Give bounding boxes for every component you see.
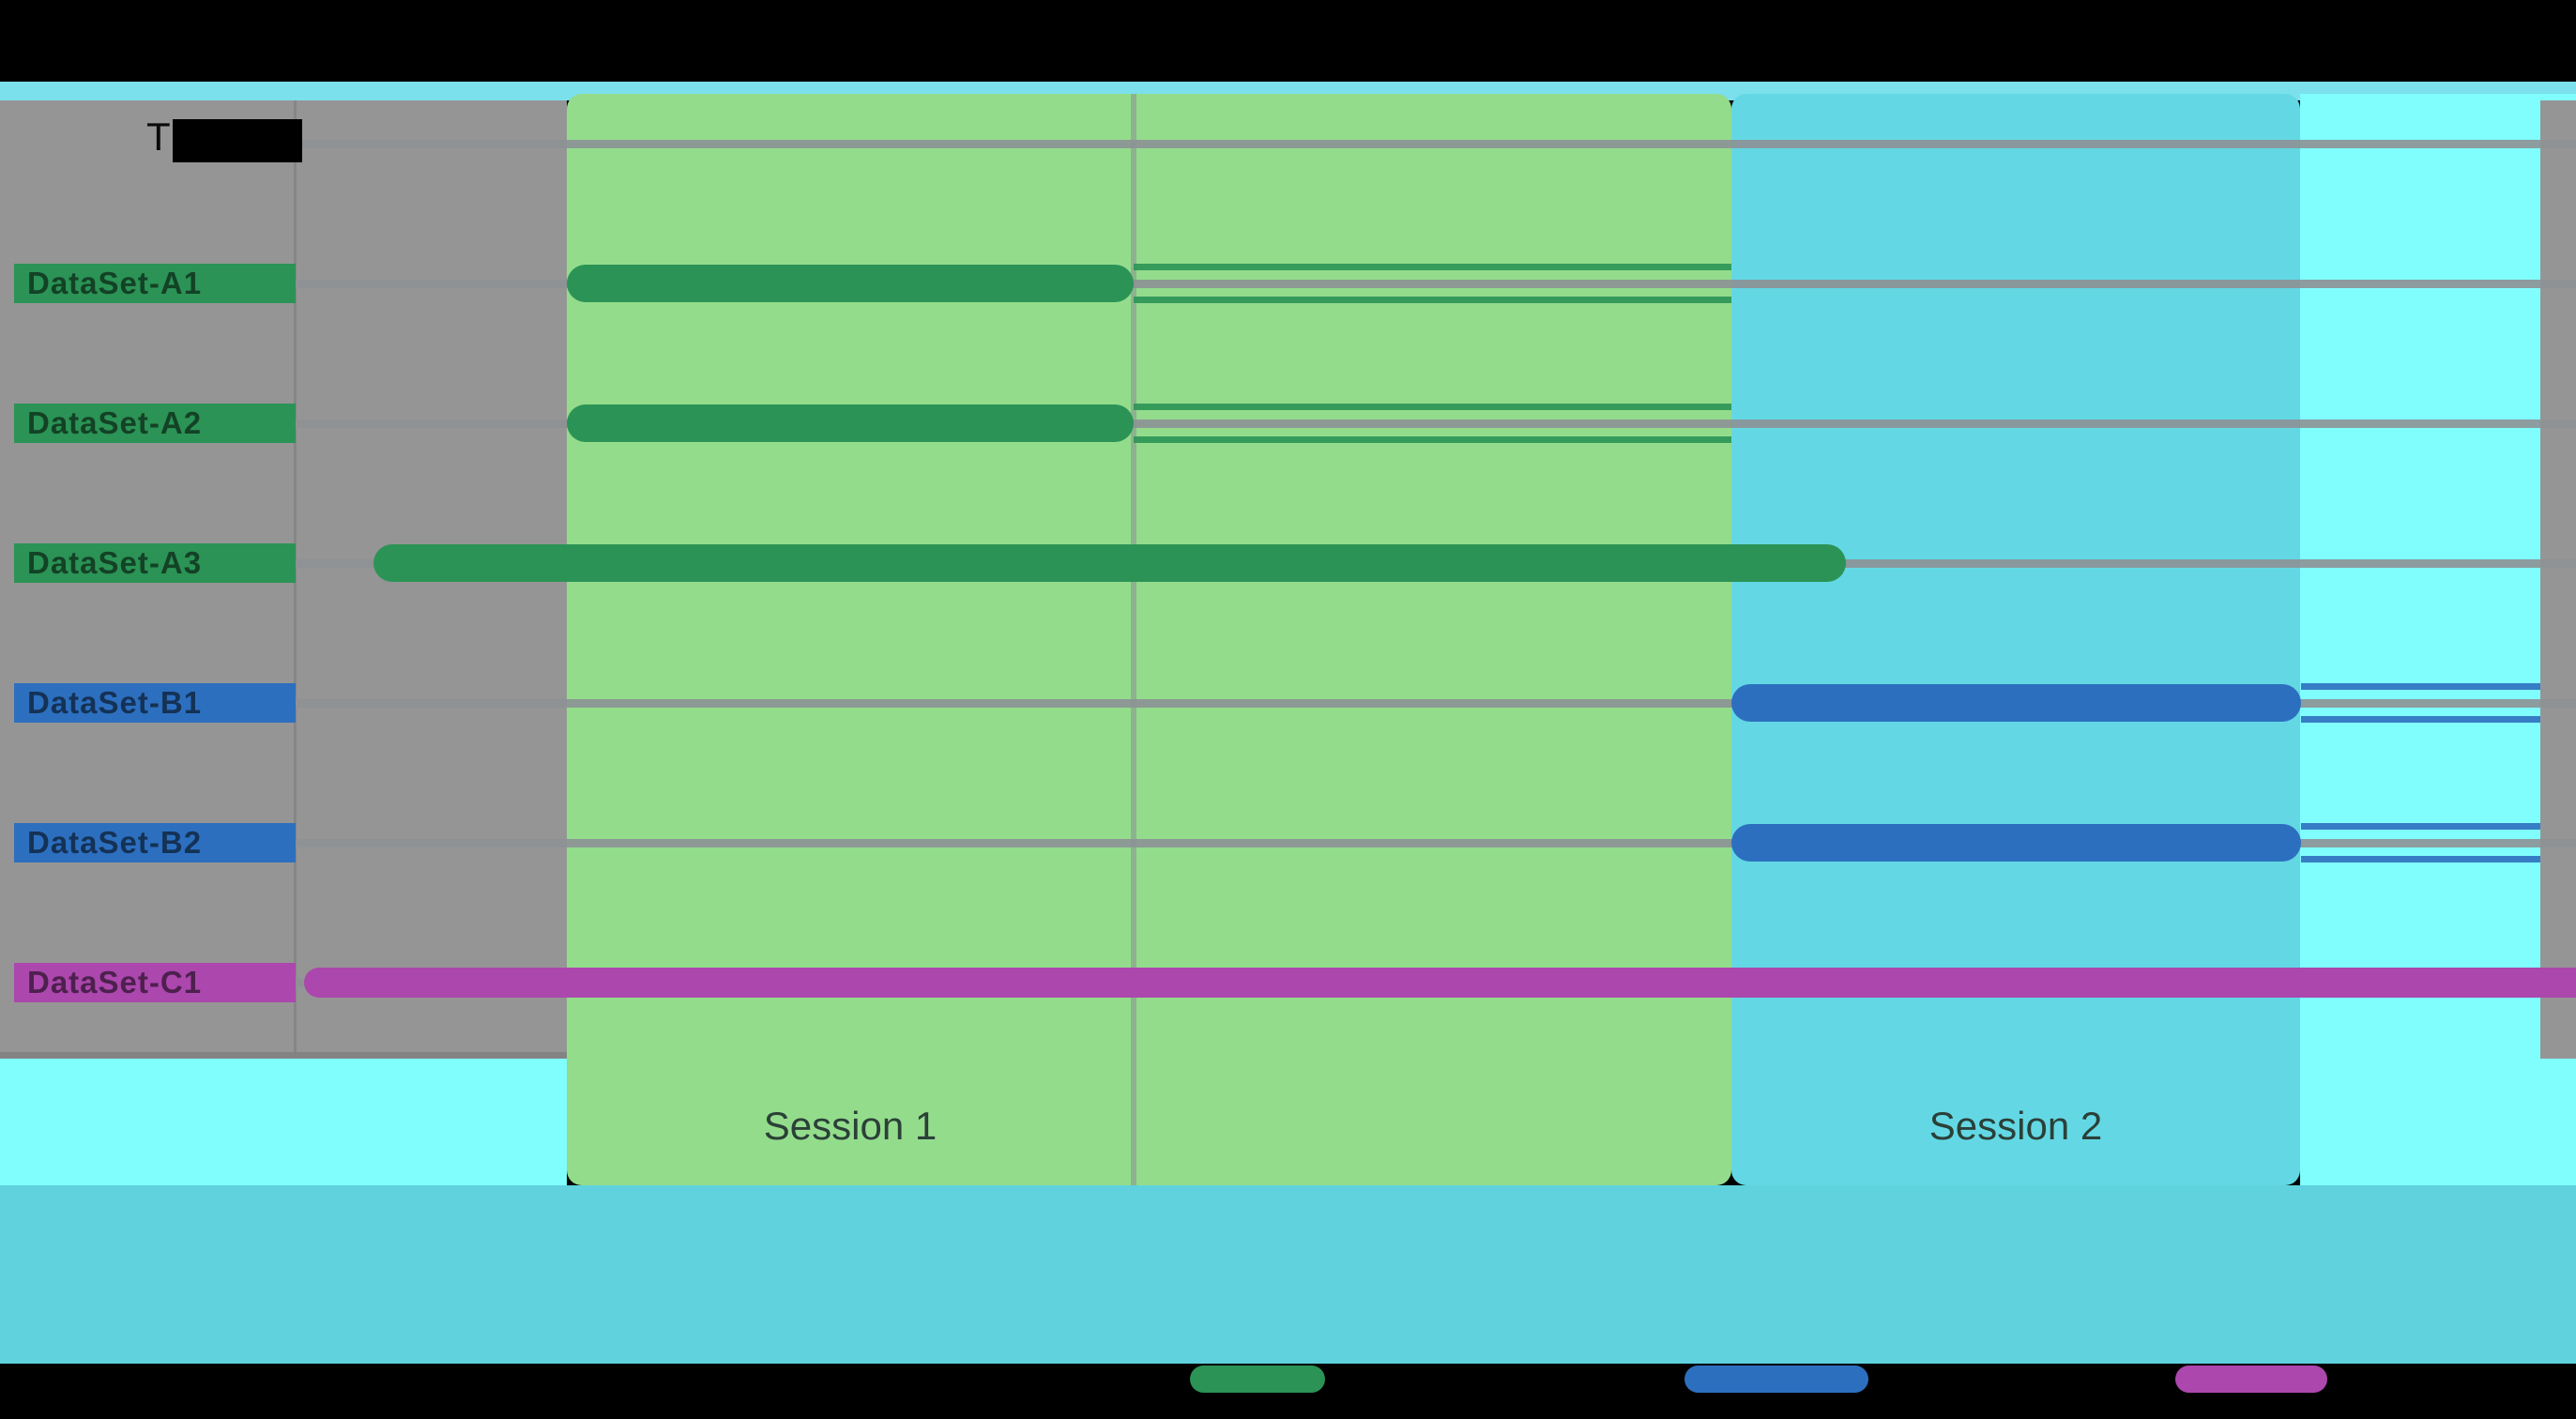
row-gridline-5	[296, 699, 2576, 708]
gantt-bar-dataset-a2[interactable]	[567, 404, 1134, 442]
title-redaction-box	[173, 119, 302, 162]
row-label-dataset-a1: DataSet-A1	[14, 264, 296, 303]
session-label-2: Session 2	[1928, 1104, 2103, 1148]
row-label-dataset-c1: DataSet-C1	[14, 963, 296, 1002]
gantt-bar-dataset-b2[interactable]	[1731, 824, 2301, 862]
row-label-dataset-b1: DataSet-B1	[14, 683, 296, 723]
legend-swatch-green[interactable]	[1190, 1366, 1325, 1393]
bar-echo-top-2	[1134, 404, 1731, 410]
bar-echo-bottom-4	[2301, 716, 2540, 723]
bar-echo-bottom-2	[1134, 436, 1731, 443]
session-band-1	[567, 94, 1731, 1185]
bar-echo-top-1	[1134, 264, 1731, 270]
bar-echo-bottom-5	[2301, 856, 2540, 862]
legend-swatch-blue[interactable]	[1684, 1366, 1868, 1393]
row-label-dataset-a3: DataSet-A3	[14, 543, 296, 583]
gantt-bar-dataset-a3[interactable]	[373, 544, 1846, 582]
bar-echo-top-4	[2301, 683, 2540, 690]
session-label-1: Session 1	[763, 1104, 937, 1148]
row-label-dataset-a2: DataSet-A2	[14, 404, 296, 443]
bar-echo-bottom-1	[1134, 297, 1731, 303]
gantt-bar-dataset-c1[interactable]	[304, 968, 2576, 998]
bar-echo-top-5	[2301, 823, 2540, 830]
bottom-band	[0, 1185, 2576, 1364]
chart-title-text: T	[146, 114, 171, 159]
row-gridline-6	[296, 839, 2576, 847]
vertical-gridline	[1131, 94, 1136, 1185]
x-axis-line-left	[0, 1052, 567, 1060]
session-band-2	[1731, 94, 2300, 1185]
right-gray-margin	[2540, 100, 2576, 1059]
legend-swatch-purple[interactable]	[2175, 1366, 2327, 1393]
row-label-dataset-b2: DataSet-B2	[14, 823, 296, 862]
bottom-left-cyan-band	[0, 1059, 567, 1185]
gantt-bar-dataset-a1[interactable]	[567, 265, 1134, 302]
row-gridline-3	[296, 420, 2576, 428]
gantt-bar-dataset-b1[interactable]	[1731, 684, 2301, 722]
right-cyan-band	[2300, 94, 2576, 1185]
row-gridline-1	[296, 140, 2576, 148]
row-gridline-2	[296, 280, 2576, 288]
